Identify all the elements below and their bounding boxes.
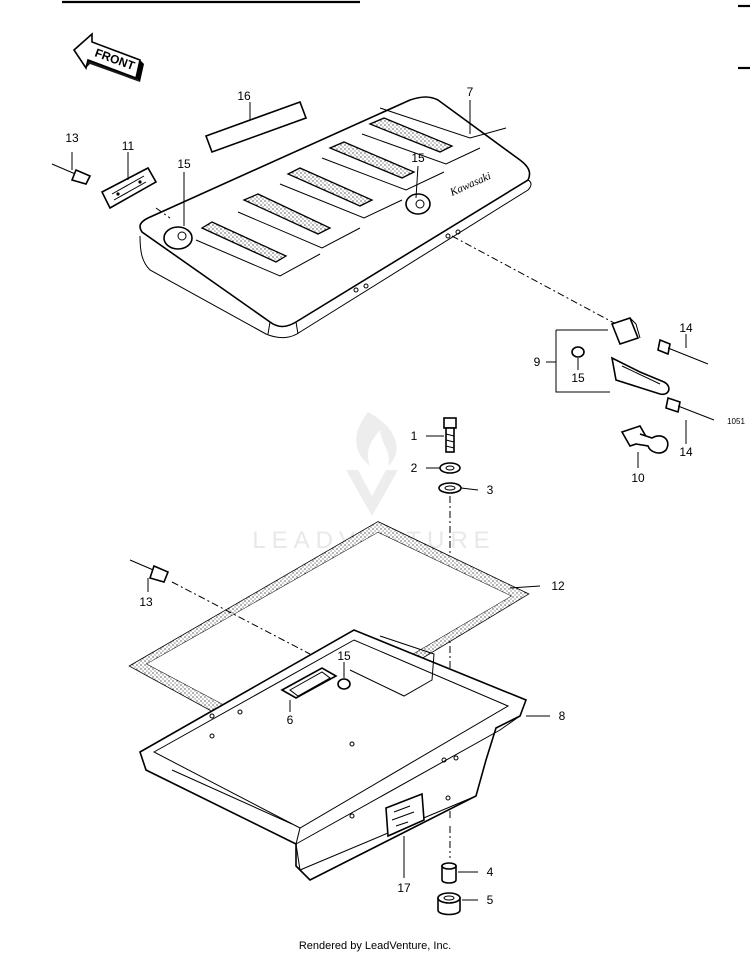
callouts: 1 2 3 4 5 6 7 8 9 10 11 12 13 13 14 14 1…: [65, 85, 693, 907]
part-5-damper: [437, 892, 461, 916]
part-1-bolt: [443, 417, 457, 453]
axis-11: [155, 207, 171, 219]
callout-3: 3: [487, 483, 494, 497]
callout-17: 17: [397, 881, 411, 895]
part-13-rivet-lower: [129, 559, 170, 583]
callout-15-lock: 15: [571, 371, 585, 385]
part-16-decal: [204, 100, 308, 154]
part-8-tray: [139, 629, 528, 881]
leader-15-right: [415, 165, 419, 199]
part-13-rivet-upper: [51, 163, 92, 185]
part-7-cover: Kawasaki: [139, 96, 532, 339]
callout-6: 6: [287, 713, 294, 727]
callout-2: 2: [411, 461, 418, 475]
callout-7: 7: [467, 85, 474, 99]
part-10-key: [620, 425, 669, 454]
callout-15-right: 15: [411, 151, 425, 165]
front-arrow: FRONT: [72, 32, 144, 82]
callout-1: 1: [411, 429, 418, 443]
part-6-handle: [280, 667, 338, 699]
callout-14-lower: 14: [679, 445, 693, 459]
callout-15-tray: 15: [337, 649, 351, 663]
callout-11: 11: [122, 139, 135, 153]
callout-13-lower: 13: [139, 595, 153, 609]
callout-10: 10: [631, 471, 645, 485]
axis-13-lower: [171, 581, 311, 655]
callout-16: 16: [237, 89, 251, 103]
callout-9: 9: [534, 355, 541, 369]
footer-credit: Rendered by LeadVenture, Inc.: [298, 940, 452, 952]
callout-5: 5: [487, 893, 494, 907]
part-15-tray-grommet: [337, 678, 351, 690]
bracket-9: [555, 329, 610, 393]
part-14-pin-upper: [657, 338, 709, 365]
side-code: 1051: [727, 417, 745, 426]
callout-8: 8: [559, 709, 566, 723]
part-9-lock-assembly: [571, 317, 670, 396]
callout-4: 4: [487, 865, 494, 879]
part-11-hinge: [100, 166, 158, 210]
callout-15-left: 15: [177, 157, 191, 171]
leader-12: [509, 585, 541, 589]
callout-13-upper: 13: [65, 131, 79, 145]
callout-14-upper: 14: [679, 321, 693, 335]
part-4-collar: [441, 862, 457, 884]
part-3-washer: [438, 482, 462, 494]
leader-3: [460, 487, 479, 491]
part-2-washer: [439, 462, 461, 474]
callout-12: 12: [551, 579, 565, 593]
part-14-pin-lower: [665, 396, 715, 421]
axis-lock: [451, 235, 617, 325]
